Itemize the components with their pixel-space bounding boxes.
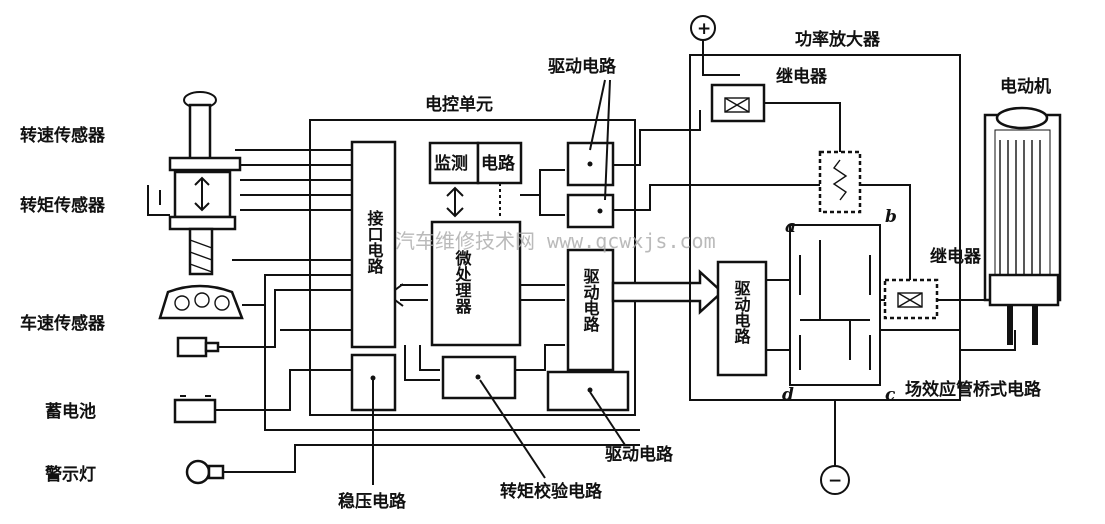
monitor-label-left: 监测	[434, 153, 468, 174]
battery-label: 蓄电池	[45, 401, 96, 422]
battery-icon	[173, 395, 217, 424]
minus-sign: −	[828, 471, 842, 491]
regulator-callout: 稳压电路	[338, 491, 407, 512]
microprocessor-label: 微处理器	[453, 249, 473, 315]
node-d: d	[782, 385, 794, 405]
monitor-circuit-box-right	[476, 141, 523, 185]
motor-icon	[983, 106, 1062, 345]
current-sensor-icon	[818, 150, 862, 214]
power-amp-title: 功率放大器	[795, 29, 881, 50]
power-amp-outline	[689, 54, 961, 401]
big-arrow	[611, 269, 724, 315]
relay-2-label: 继电器	[930, 246, 982, 267]
driver-callout-bottom: 驱动电路	[605, 444, 674, 465]
ecu-outline	[309, 119, 636, 416]
driver-circuit-label: 驱动电路	[581, 268, 600, 333]
vehicle-speed-sensor-icon	[176, 336, 220, 358]
monitor-circuit-box-left	[428, 141, 480, 185]
torque-sensor-label: 转矩传感器	[20, 195, 106, 216]
torque-check-callout: 转矩校验电路	[500, 481, 603, 502]
monitor-label-right: 电路	[481, 153, 516, 174]
node-c: c	[885, 385, 896, 405]
driver-box-2	[566, 193, 615, 229]
interface-circuit-box	[350, 140, 397, 349]
relay-1-icon	[710, 83, 766, 123]
ecu-internal-lines	[394, 110, 830, 381]
ecu-title: 电控单元	[425, 94, 493, 115]
node-b: b	[885, 207, 897, 227]
vehicle-speed-sensor-label: 车速传感器	[20, 313, 106, 334]
interface-circuit-label: 接口电路	[365, 209, 384, 275]
power-driver-box	[716, 260, 768, 377]
steering-sensor-icon	[168, 91, 242, 276]
speed-sensor-label: 转速传感器	[20, 125, 106, 146]
driver-circuit-box	[566, 248, 615, 372]
relay-1-label: 继电器	[776, 66, 828, 87]
plus-sign: +	[697, 19, 711, 39]
fet-bridge	[766, 224, 881, 386]
bidirectional-arrow-icon	[446, 186, 464, 218]
warning-lamp-label: 警示灯	[44, 464, 96, 485]
driver-box-bottom	[546, 370, 630, 412]
driver-callout-top: 驱动电路	[548, 56, 617, 77]
power-driver-label: 驱动电路	[732, 280, 751, 345]
speedometer-icon	[158, 284, 244, 320]
bridge-label: 场效应管桥式电路	[905, 379, 1042, 400]
watermark: 汽车维修技术网 www.qcwxjs.com	[395, 229, 716, 253]
node-a: a	[785, 217, 796, 237]
warning-lamp-icon	[185, 459, 225, 485]
motor-label: 电动机	[1000, 76, 1051, 97]
microprocessor-box	[430, 220, 522, 347]
sensor-signal-lines	[147, 149, 640, 473]
